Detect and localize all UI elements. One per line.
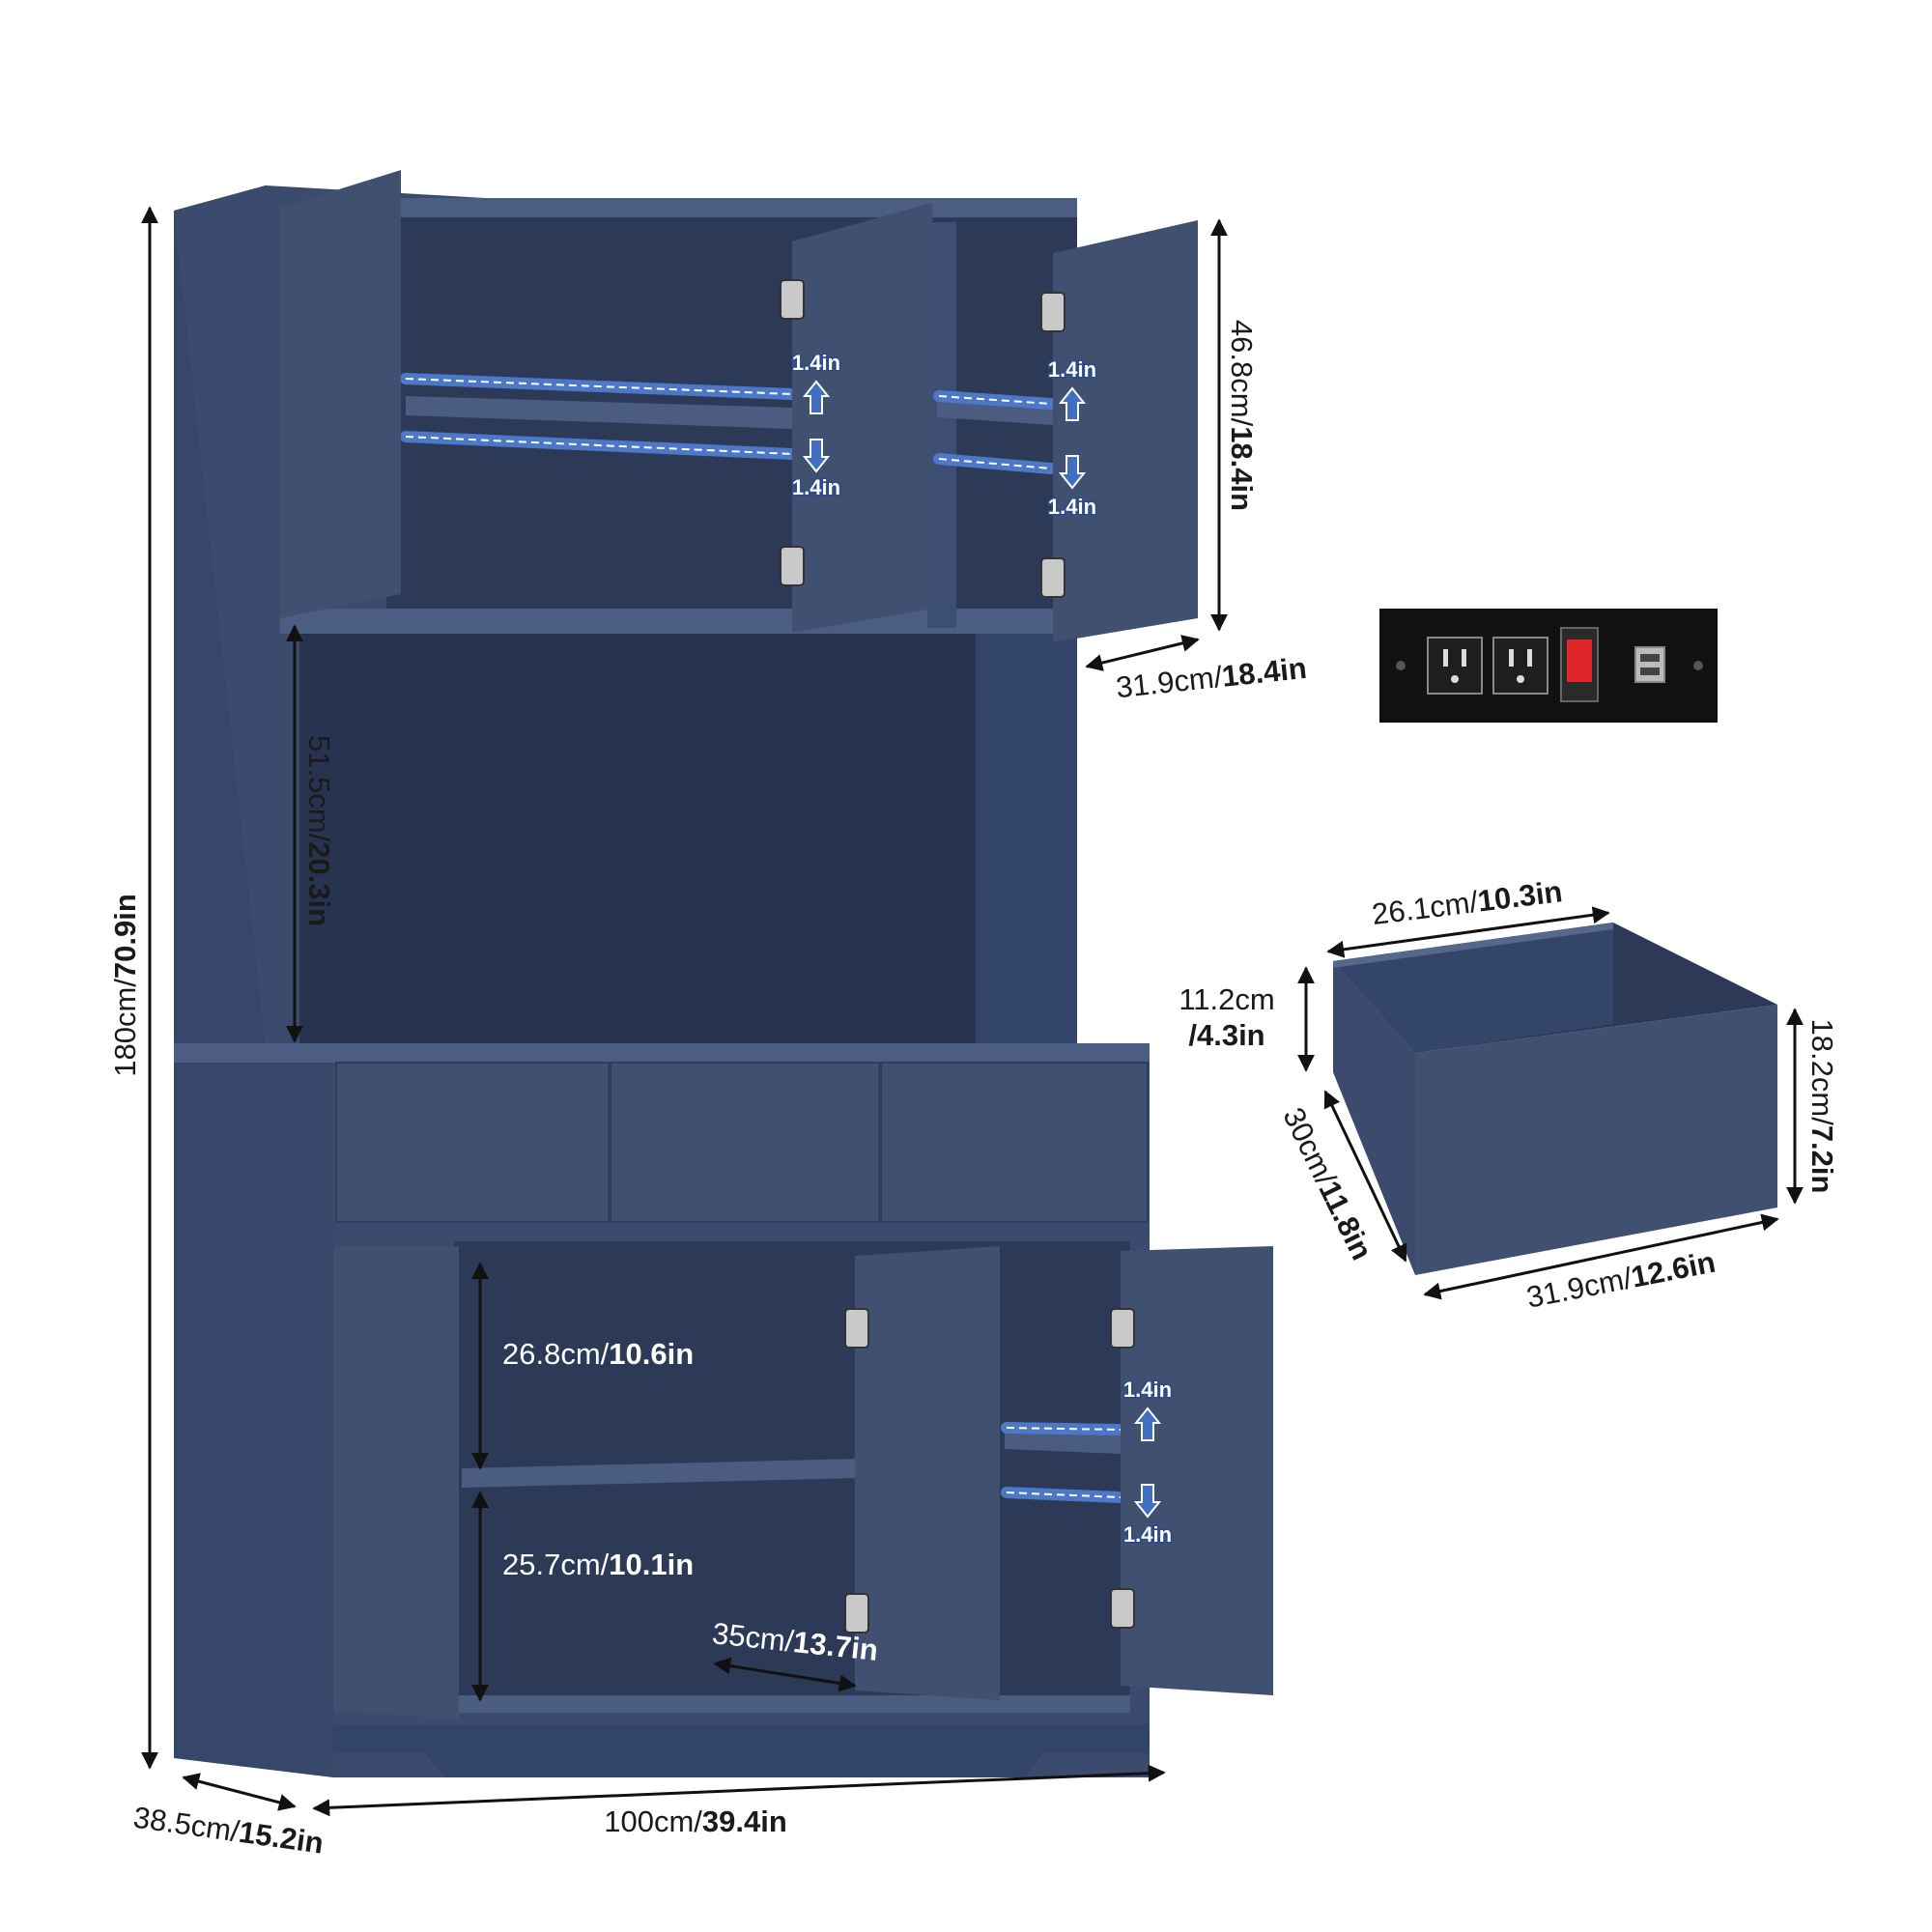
upper-cabinet-depth-label: 31.9cm/18.4in	[1115, 651, 1309, 705]
shelf-adjust-label: 1.4in	[792, 351, 840, 375]
upper-door-center-open[interactable]	[792, 203, 932, 633]
lower-door-center-open[interactable]	[855, 1246, 1000, 1700]
countertop	[174, 1043, 1150, 1063]
base-side-panel	[174, 1048, 333, 1777]
drawer-inner-height-in-label: /4.3in	[1188, 1018, 1264, 1052]
drawer-detail	[1333, 923, 1777, 1275]
usb-port-icon	[1634, 646, 1665, 683]
power-switch-icon[interactable]	[1560, 627, 1599, 702]
hutch-right-side	[976, 618, 1077, 1048]
kickplate	[333, 1724, 1150, 1777]
shelf-adjust-label: 1.4in	[1123, 1522, 1172, 1547]
lower-door-right-open[interactable]	[1121, 1246, 1273, 1695]
upper-door-left-open[interactable]	[280, 170, 401, 618]
lower-shelf-left	[462, 1459, 860, 1488]
total-height-label: 180cm/70.9in	[108, 894, 142, 1077]
drawer-left[interactable]	[335, 1062, 610, 1223]
drawer-right[interactable]	[880, 1062, 1149, 1223]
cabinet-main	[174, 170, 1273, 1777]
up-arrow-icon	[802, 380, 1162, 1441]
lower-shelf-right	[1005, 1430, 1121, 1454]
drawer-center[interactable]	[610, 1062, 880, 1223]
upper-door-right-open[interactable]	[1053, 220, 1198, 642]
power-outlet-icon	[1492, 637, 1548, 695]
total-width-label: 100cm/39.4in	[604, 1804, 787, 1838]
drawer-length-label: 31.9cm/12.6in	[1523, 1245, 1718, 1315]
shelf-adjust-label: 1.4in	[1048, 495, 1096, 519]
shelf-adjust-label: 1.4in	[1123, 1378, 1172, 1402]
dimension-lines	[141, 206, 1228, 1817]
hinge-icon	[780, 279, 1065, 598]
hinge-icon	[844, 1308, 1135, 1634]
upper-cabinet-height-label: 46.8cm/18.4in	[1225, 320, 1259, 511]
open-space-height-label: 51.5cm/20.3in	[302, 735, 336, 926]
down-arrow-icon	[802, 439, 1162, 1519]
upper-cabinet-top-edge	[386, 198, 1077, 217]
drawer-inner-height-cm-label: 11.2cm	[1179, 982, 1274, 1016]
lower-bottom-board	[454, 1695, 1130, 1713]
lower-door-left-open[interactable]	[333, 1246, 459, 1719]
shelf-adjust-label: 1.4in	[1048, 357, 1096, 382]
power-strip	[1379, 609, 1718, 723]
drawer-front-panel[interactable]	[1415, 1005, 1777, 1275]
drawer-dimension-lines	[1297, 906, 1804, 1300]
drawer-front-height-label: 18.2cm/7.2in	[1805, 1019, 1839, 1194]
upper-cabinet-bottom-edge	[280, 609, 1077, 634]
shelf-adjust-label: 1.4in	[792, 475, 840, 499]
lower-upper-shelf-label: 26.8cm/10.6in	[502, 1337, 694, 1371]
upper-left-shelf	[406, 396, 792, 429]
power-outlet-icon	[1427, 637, 1483, 695]
shelf-adjust-markers: 1.4in 1.4in 1.4in 1.4in 1.4in 1.4in	[790, 350, 1173, 1548]
open-display-back	[299, 633, 976, 1043]
total-depth-label: 38.5cm/15.2in	[131, 1800, 326, 1860]
lower-lower-shelf-label: 25.7cm/10.1in	[502, 1548, 694, 1581]
